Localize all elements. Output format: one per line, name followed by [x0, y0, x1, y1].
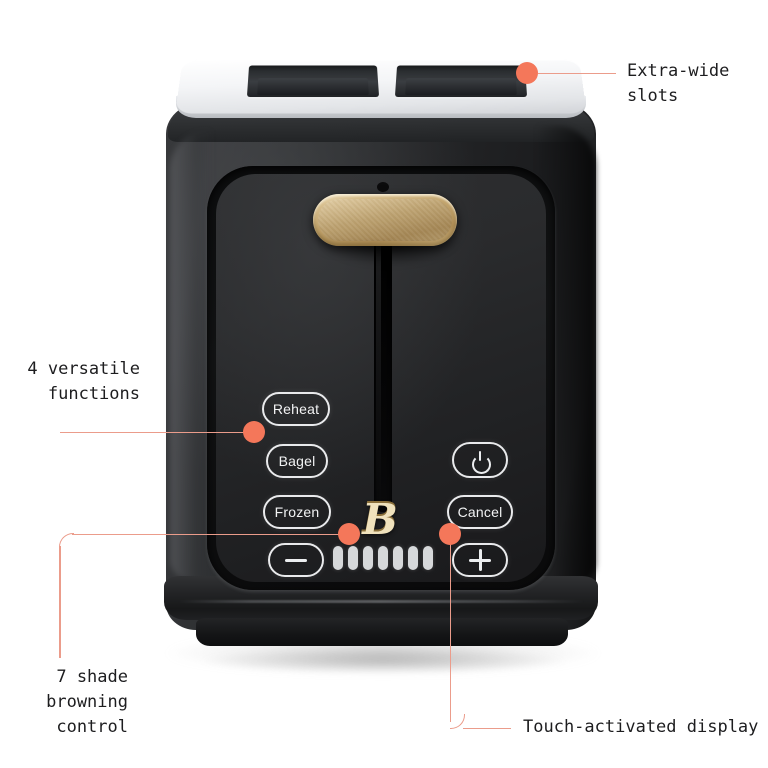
callout-label-shade-control: 7 shade browning control — [46, 667, 128, 737]
cancel-button-label: Cancel — [457, 504, 503, 520]
body-left-highlight — [170, 130, 214, 580]
shade-increase-button[interactable] — [452, 543, 508, 577]
reheat-button-label: Reheat — [272, 401, 320, 417]
leader-line-touch-display-vertical — [449, 540, 452, 722]
leader-line-shade-control-horizontal — [72, 533, 354, 536]
plus-icon — [468, 548, 492, 572]
lever-track-slot — [374, 236, 392, 512]
toaster-foot — [196, 618, 568, 646]
shade-decrease-button[interactable] — [268, 543, 324, 577]
carriage-lever-knob[interactable] — [313, 194, 457, 246]
leader-line-touch-display-horizontal — [463, 727, 511, 730]
leader-line-shade-control-vertical — [59, 546, 61, 658]
leader-line-versatile-functions — [60, 431, 256, 434]
callout-dot-extra-wide-slots — [516, 62, 538, 84]
floor-shadow-core — [196, 648, 570, 674]
callout-dot-versatile-functions — [243, 421, 265, 443]
shade-bar — [363, 546, 373, 570]
power-button[interactable] — [452, 442, 508, 478]
shade-bar — [333, 546, 343, 570]
shade-bar — [393, 546, 403, 570]
lever-pivot-dot — [377, 182, 389, 192]
bagel-button[interactable]: Bagel — [266, 444, 328, 478]
toast-slot-right — [394, 65, 528, 98]
shade-level-indicator[interactable] — [333, 545, 443, 571]
callout-label-extra-wide-slots: Extra-wide slots — [627, 61, 730, 106]
crumb-tray-seam — [178, 600, 584, 603]
callout-dot-shade-control — [338, 523, 360, 545]
brand-logo: B — [350, 494, 410, 543]
leader-elbow-shade-control — [59, 533, 74, 548]
shade-bar — [423, 546, 433, 570]
shade-bar — [378, 546, 388, 570]
leader-line-extra-wide-slots — [538, 72, 616, 75]
callout-label-touch-display: Touch-activated display — [523, 717, 759, 737]
toast-slot-left — [246, 65, 380, 98]
callout-label-versatile-functions: 4 versatile functions — [27, 359, 140, 404]
callout-dot-touch-display — [439, 523, 461, 545]
shade-bar — [408, 546, 418, 570]
frozen-button[interactable]: Frozen — [263, 495, 331, 529]
minus-icon — [285, 558, 307, 562]
reheat-button[interactable]: Reheat — [262, 392, 330, 426]
bagel-button-label: Bagel — [278, 453, 316, 469]
cancel-button[interactable]: Cancel — [447, 495, 513, 529]
frozen-button-label: Frozen — [274, 504, 320, 520]
power-icon — [472, 450, 489, 469]
shade-bar — [348, 546, 358, 570]
